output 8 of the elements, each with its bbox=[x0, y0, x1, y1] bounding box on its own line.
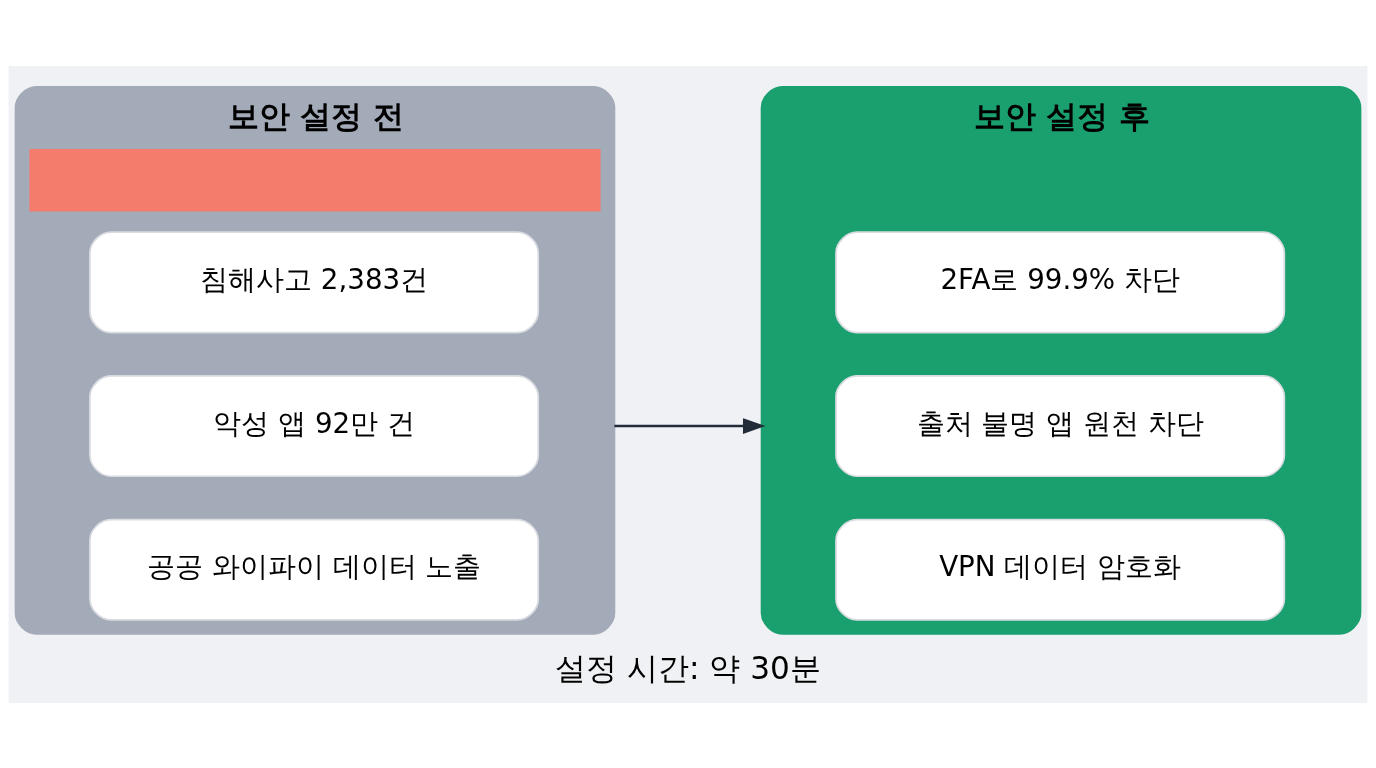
caption: 설정 시간: 약 30분 bbox=[555, 649, 821, 686]
arrow bbox=[614, 417, 766, 434]
node-box: VPN 데이터 암호화 bbox=[835, 518, 1286, 621]
node-box: 침해사고 2,383건 bbox=[89, 230, 540, 333]
node-box: 공공 와이파이 데이터 노출 bbox=[89, 518, 540, 621]
node-box: 2FA로 99.9% 차단 bbox=[835, 230, 1286, 333]
node-box: 출처 불명 앱 원천 차단 bbox=[835, 374, 1286, 477]
node-box: 악성 앱 92만 건 bbox=[89, 374, 540, 477]
